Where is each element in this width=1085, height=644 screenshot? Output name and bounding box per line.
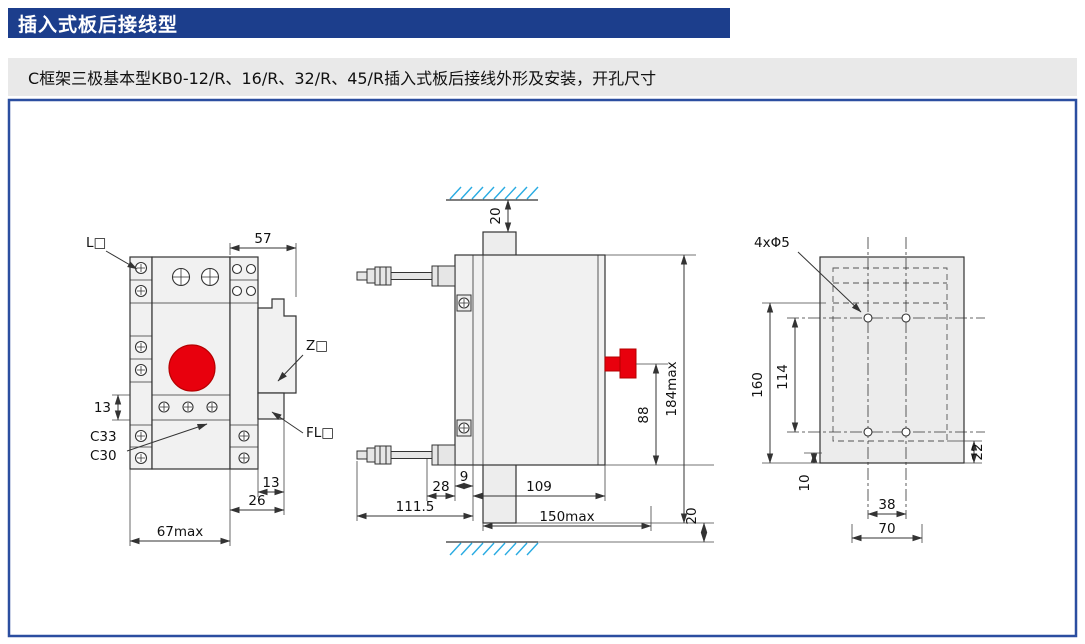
drill-holes xyxy=(863,313,911,437)
dim-88: 88 xyxy=(605,363,714,466)
dim-160: 160 xyxy=(750,302,826,464)
front-view-terminal-screws xyxy=(134,261,257,465)
side-view-detail-lines xyxy=(472,255,599,465)
plug-in-pin-top xyxy=(356,265,456,287)
dim-114: 114 xyxy=(775,317,799,433)
dim-13-side: 13 xyxy=(94,394,130,421)
side-view-body xyxy=(454,254,606,466)
svg-text:150max: 150max xyxy=(539,509,594,525)
top-wall-hatch xyxy=(449,186,539,200)
svg-text:13: 13 xyxy=(262,475,279,491)
drill-pattern-drawing: 4xΦ5 160 114 10 22 xyxy=(750,235,986,543)
label-l: L□ xyxy=(86,235,106,251)
dim-111-5: 111.5 xyxy=(356,499,474,520)
dim-38: 38 xyxy=(867,497,907,518)
svg-text:26: 26 xyxy=(248,493,265,509)
red-test-button xyxy=(168,344,216,392)
plug-in-pin-bottom xyxy=(356,444,456,466)
svg-text:160: 160 xyxy=(750,372,766,398)
leader-hole-spec xyxy=(797,251,862,313)
bottom-wall-hatch xyxy=(449,542,539,556)
side-view-drawing: 20 88 184max 20 xyxy=(356,186,714,556)
svg-text:109: 109 xyxy=(526,479,552,495)
svg-text:184max: 184max xyxy=(664,361,680,416)
front-view-drawing: L□ Z□ FL□ C33 C30 57 13 xyxy=(86,231,334,546)
label-fl: FL□ xyxy=(306,425,334,441)
svg-text:20: 20 xyxy=(488,207,504,224)
breaker-footprint-dashed xyxy=(832,267,948,442)
dim-20-top: 20 xyxy=(488,199,512,233)
leader-c30 xyxy=(126,423,208,452)
dim-13-bottom: 13 xyxy=(257,419,285,515)
dim-20-bottom: 20 xyxy=(538,507,714,543)
mounting-panel xyxy=(819,256,965,464)
svg-text:114: 114 xyxy=(775,364,791,390)
leader-z xyxy=(277,354,304,382)
label-c30: C30 xyxy=(90,448,117,464)
dim-184max: 184max xyxy=(516,254,714,524)
svg-text:57: 57 xyxy=(254,231,271,247)
label-z: Z□ xyxy=(306,338,328,354)
label-hole-spec: 4xΦ5 xyxy=(754,235,790,251)
subtitle-bar: C框架三极基本型KB0-12/R、16/R、32/R、45/R插入式板后接线外形… xyxy=(8,58,1077,96)
svg-text:88: 88 xyxy=(636,406,652,423)
leader-l xyxy=(105,250,138,270)
dim-28: 28 xyxy=(426,479,456,500)
svg-text:38: 38 xyxy=(878,497,895,513)
dim-9: 9 xyxy=(454,469,474,490)
dim-26: 26 xyxy=(229,469,285,546)
dim-70: 70 xyxy=(851,521,923,543)
front-view-detail-lines xyxy=(130,279,258,448)
dim-10: 10 xyxy=(797,452,822,492)
svg-text:28: 28 xyxy=(432,479,449,495)
dim-22: 22 xyxy=(947,440,986,464)
centerlines xyxy=(787,237,985,519)
leader-fl xyxy=(271,411,304,434)
dim-109: 109 xyxy=(472,479,606,500)
dim-57: 57 xyxy=(229,231,297,297)
red-handle xyxy=(604,348,637,379)
dim-67max: 67max xyxy=(129,469,231,546)
svg-text:9: 9 xyxy=(460,469,469,485)
subtitle-text: C框架三极基本型KB0-12/R、16/R、32/R、45/R插入式板后接线外形… xyxy=(28,69,657,88)
svg-text:20: 20 xyxy=(684,507,700,524)
side-view-screw-mounts xyxy=(456,294,472,437)
svg-text:111.5: 111.5 xyxy=(396,499,435,515)
dim-150max: 150max xyxy=(482,509,652,530)
svg-text:67max: 67max xyxy=(157,524,204,540)
section-header-bar: 插入式板后接线型 xyxy=(8,8,730,38)
svg-text:13: 13 xyxy=(94,400,111,416)
svg-text:22: 22 xyxy=(970,443,986,460)
label-c33: C33 xyxy=(90,429,117,445)
svg-text:70: 70 xyxy=(878,521,895,537)
svg-text:10: 10 xyxy=(797,474,813,491)
section-title: 插入式板后接线型 xyxy=(18,13,179,36)
